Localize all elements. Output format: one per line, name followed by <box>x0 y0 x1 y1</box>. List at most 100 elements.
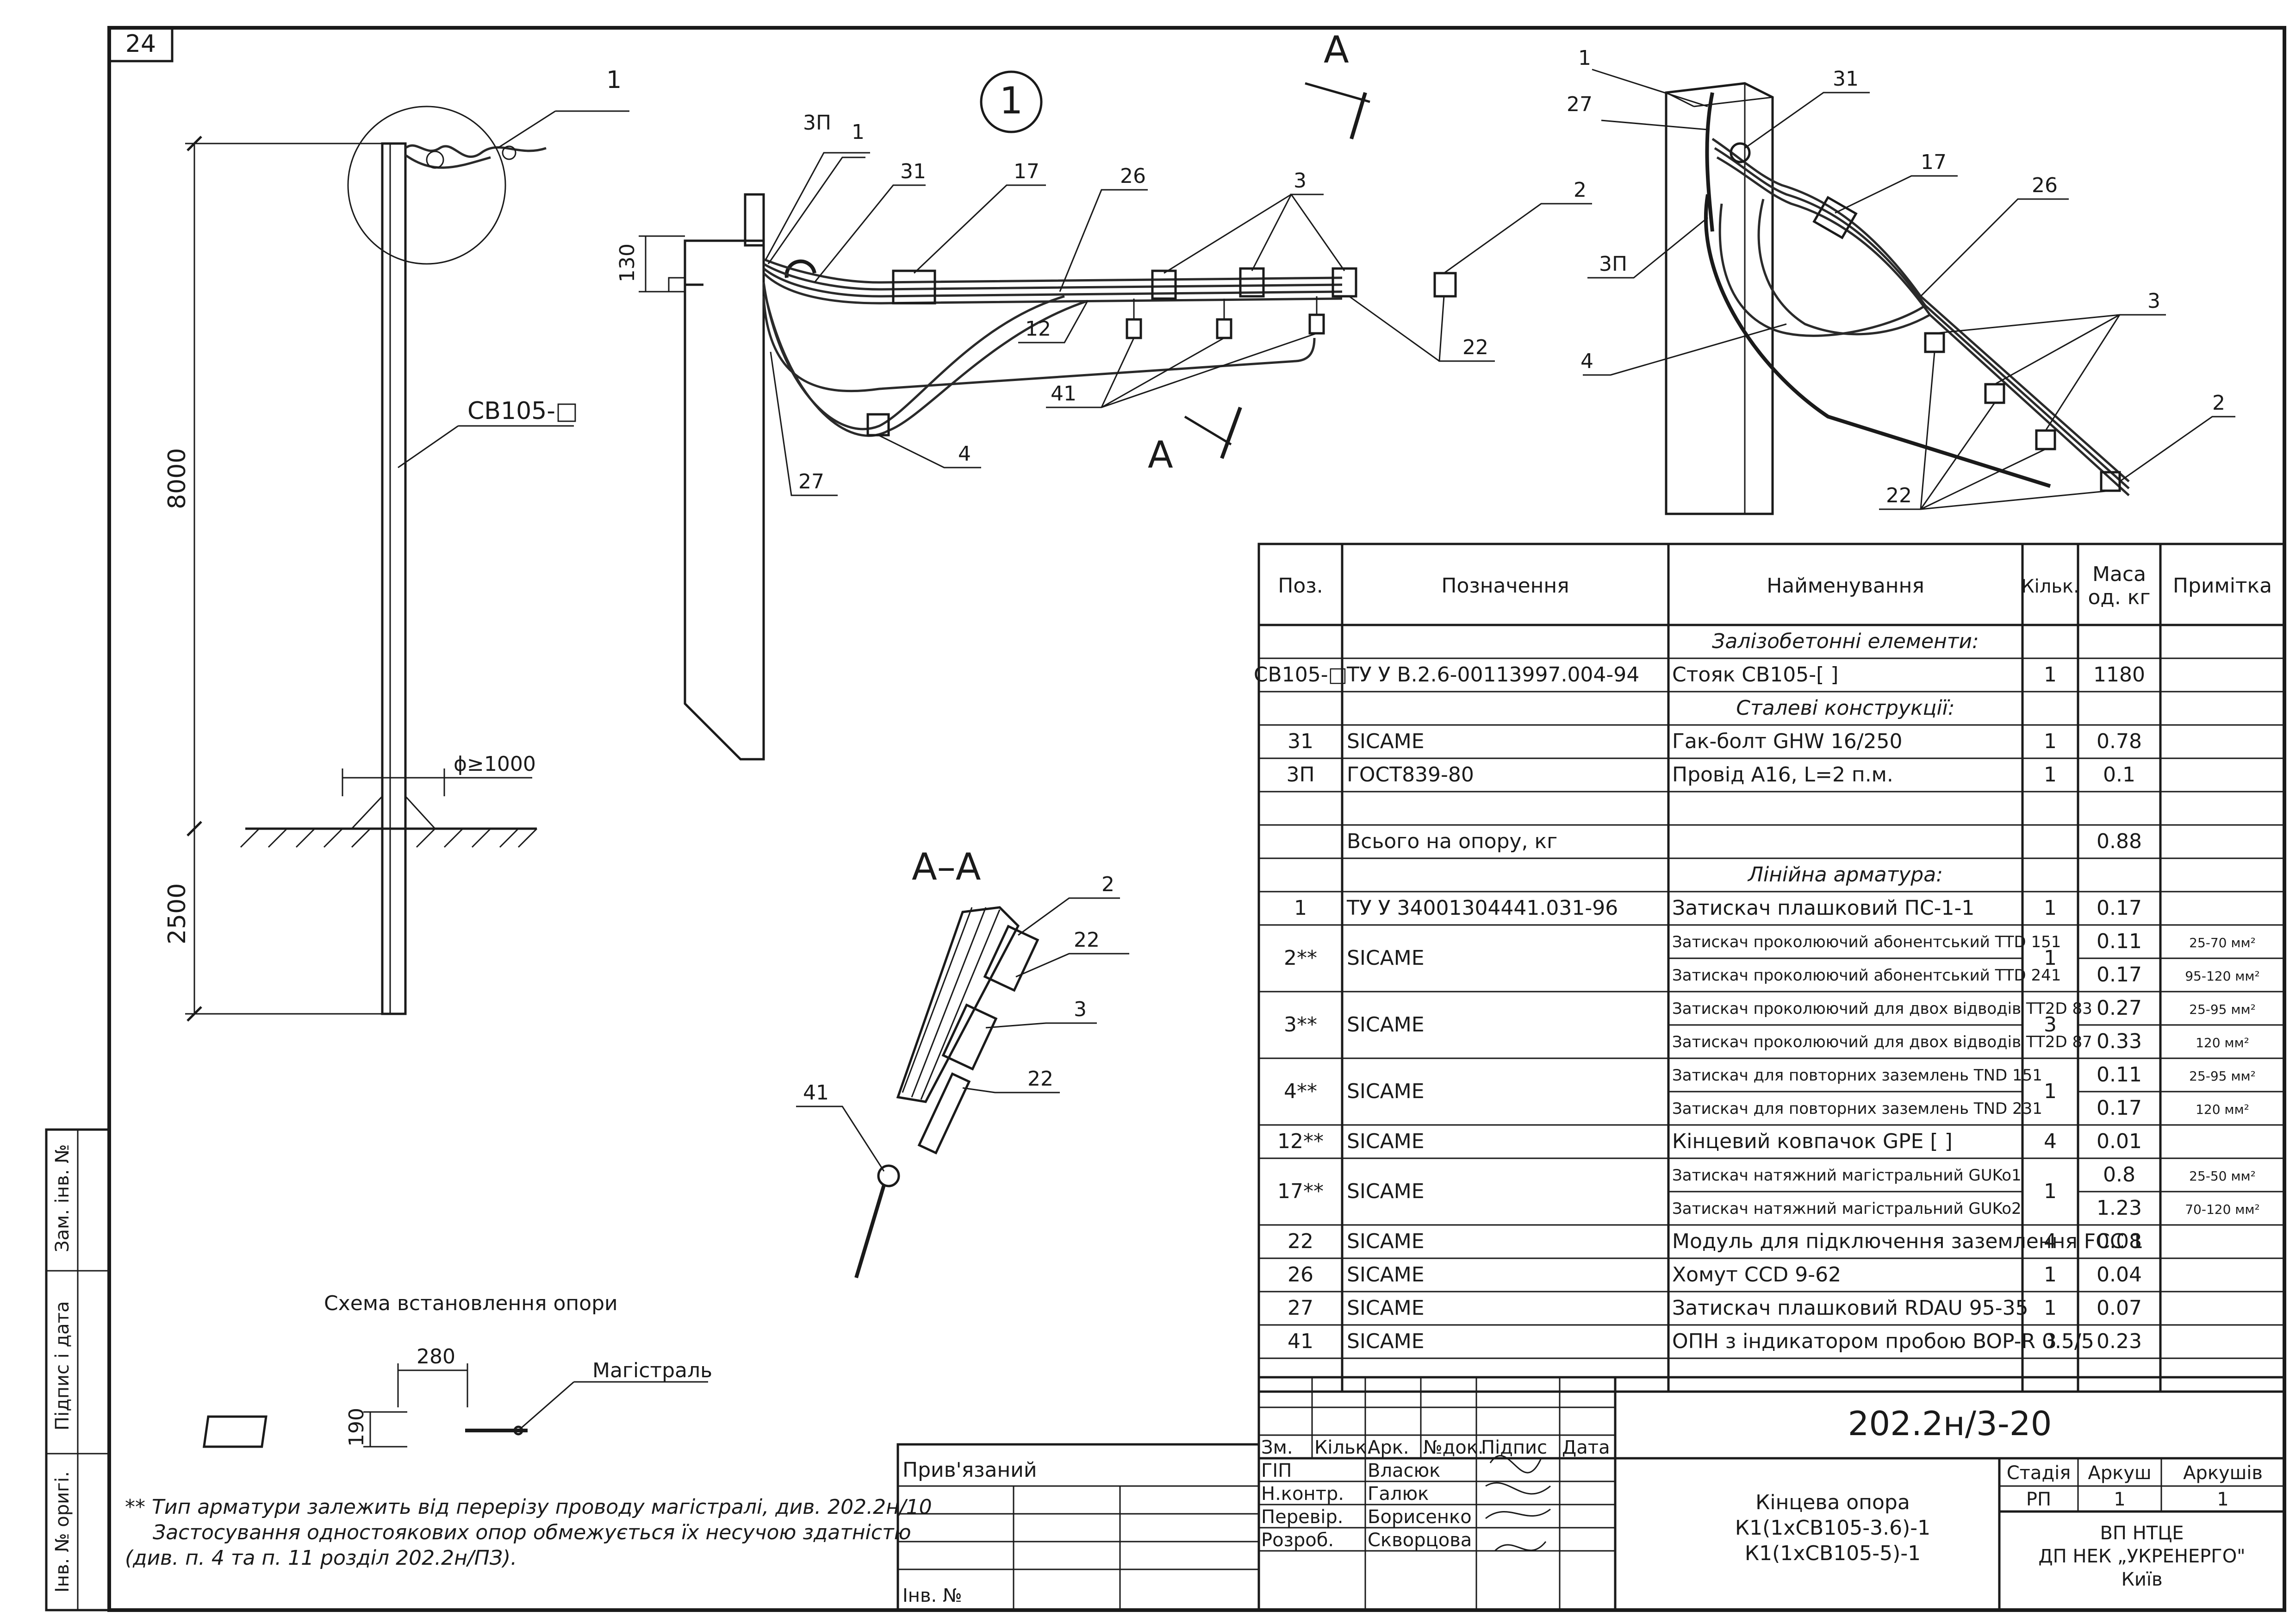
detail-circle <box>347 106 506 265</box>
table-cell-mass: 0.17 <box>2097 1096 2142 1120</box>
sheet-label: Аркуш <box>2088 1462 2151 1484</box>
name-dev: Скворцова <box>1368 1530 1472 1551</box>
table-cell-note: 25-50 мм² <box>2189 1168 2256 1184</box>
title-block: Прив'язаний Інв. № Зм. Кільк. Арк. №док.… <box>896 1376 2286 1612</box>
role-gip: ГІП <box>1261 1460 1292 1481</box>
pole-body <box>381 142 407 1015</box>
table-cell-qty: 1 <box>2044 1180 2057 1203</box>
table-header-note: Примітка <box>2173 574 2272 598</box>
pos-main-31: 31 <box>900 160 926 183</box>
name-gip: Власюк <box>1368 1460 1440 1481</box>
node-pole-slab <box>684 239 765 761</box>
node-1-detail: 1 130 <box>616 28 1592 761</box>
pos-iso-17: 17 <box>1921 150 1947 174</box>
isometric-view: 1 27 31 17 26 3П 4 3 2 22 <box>1567 46 2235 515</box>
pole-elevation: 1 8000 2500 СВ105-□ ϕ≥1000 <box>163 66 629 1022</box>
pos-sec-41: 41 <box>803 1081 829 1105</box>
table-cell-mass: 0.8 <box>2103 1163 2135 1187</box>
table-frame <box>1257 543 2286 1393</box>
node-1-number: 1 <box>1000 79 1023 122</box>
rev-hdr-qty: Кільк. <box>1314 1437 1373 1458</box>
table-cell-mass: 0.11 <box>2097 1063 2142 1087</box>
table-cell-mass: 0.07 <box>2097 1296 2142 1320</box>
drawing-frame <box>107 26 2286 1612</box>
scheme-dim-190: 190 <box>345 1408 368 1447</box>
table-cell-designation: SICAME <box>1347 1130 1425 1153</box>
table-cell-pos: 31 <box>1288 730 1313 753</box>
org-line-2: ДП НЕК „УКРЕНЕРГО" <box>2038 1546 2245 1567</box>
table-cell-name: Кінцевий ковпачок GPE [ ] <box>1672 1130 1953 1153</box>
pos-main-1: 1 <box>852 120 865 144</box>
table-cell-note: 25-95 мм² <box>2189 1002 2256 1017</box>
table-cell-designation: SICAME <box>1347 1230 1425 1253</box>
dim-8000: 8000 <box>163 448 191 509</box>
table-cell-qty: 1 <box>2044 663 2057 687</box>
table-cell-name: Затискач проколюючий абонентський TTD 15… <box>1672 933 2061 951</box>
side-stamp-sign-date: Підпис і дата <box>52 1301 73 1430</box>
pos-main-3: 3 <box>1294 169 1307 193</box>
table-cell-designation: SICAME <box>1347 1013 1425 1037</box>
rev-hdr-date: Дата <box>1562 1437 1610 1458</box>
table-cell-note: 70-120 мм² <box>2185 1202 2260 1217</box>
table-cell-name: Гак-болт GHW 16/250 <box>1672 730 1903 753</box>
table-cell-name: Затискач проколюючий для двох відводів T… <box>1672 1033 2092 1051</box>
table-cell-qty: 3 <box>2044 1013 2057 1037</box>
table-section-heading: Залізобетонні елементи: <box>1712 630 1979 653</box>
table-cell-name: Провід А16, L=2 п.м. <box>1672 763 1893 787</box>
scheme-trunk: Магістраль <box>592 1359 712 1382</box>
pos-main-41: 41 <box>1051 382 1076 406</box>
installation-scheme: Схема встановлення опори Магістраль 280 … <box>202 1292 712 1448</box>
table-section-heading: Сталеві конструкції: <box>1736 696 1955 720</box>
table-cell-mass: 0.33 <box>2097 1030 2142 1053</box>
table-cell-mass: 0.01 <box>2097 1130 2142 1153</box>
org-line-1: ВП НТЦЕ <box>2100 1523 2184 1544</box>
sheet-value: 1 <box>2114 1489 2125 1510</box>
table-cell-qty: 1 <box>2044 763 2057 787</box>
table-header-designation: Позначення <box>1441 574 1569 598</box>
table-cell-name: Затискач проколюючий для двох відводів T… <box>1672 999 2092 1018</box>
table-cell-qty: 3 <box>2044 1330 2057 1353</box>
rev-hdr-doc: №док. <box>1423 1437 1484 1458</box>
table-cell-designation: ГОСТ839-80 <box>1347 763 1474 787</box>
pos-main-17: 17 <box>1014 160 1039 183</box>
table-cell-name: Модуль для підключення заземлення FCC 1 <box>1672 1230 2144 1253</box>
detail-ref-1: 1 <box>606 66 622 94</box>
scheme-title: Схема встановлення опори <box>324 1292 618 1315</box>
table-cell-qty: 1 <box>2044 896 2057 920</box>
attached-label: Прив'язаний <box>902 1458 1037 1482</box>
inv-label: Інв. № <box>902 1585 962 1606</box>
name-norm: Галюк <box>1368 1483 1429 1505</box>
table-section-heading: Лінійна арматура: <box>1747 863 1943 887</box>
table-cell-qty: 1 <box>2044 1263 2057 1287</box>
table-cell-name: Затискач натяжний магістральний GUKo2 <box>1672 1199 2022 1218</box>
side-stamp-replace-inv: Зам. інв. № <box>52 1144 73 1252</box>
clamp-17 <box>892 269 936 305</box>
table-cell-mass: 0.17 <box>2097 896 2142 920</box>
table-cell-mass: 0.17 <box>2097 963 2142 987</box>
table-cell-pos: СВ105-□ <box>1254 663 1347 687</box>
table-cell-mass: 0.78 <box>2097 730 2142 753</box>
table-cell-mass: 1.23 <box>2097 1196 2142 1220</box>
table-cell-qty: 1 <box>2044 946 2057 970</box>
table-cell-name: Хомут CCD 9-62 <box>1672 1263 1841 1287</box>
table-cell-designation: SICAME <box>1347 1330 1425 1353</box>
signatures <box>1485 1455 1551 1552</box>
pos-sec-3: 3 <box>1074 998 1087 1021</box>
table-cell-name: Затискач проколюючий абонентський TTD 24… <box>1672 966 2061 985</box>
table-cell-pos: 1 <box>1294 896 1307 920</box>
table-cell-mass: 0.23 <box>2097 1330 2142 1353</box>
rev-hdr-change: Зм. <box>1261 1437 1293 1458</box>
rev-hdr-sheet: Арк. <box>1368 1437 1409 1458</box>
pos-main-12: 12 <box>1025 317 1051 341</box>
side-stamp-inv-orig: Інв. № оригі. <box>52 1471 73 1593</box>
section-mark-top: А <box>1324 28 1349 71</box>
pos-main-4: 4 <box>958 442 971 466</box>
table-cell-qty: 4 <box>2044 1130 2057 1153</box>
table-header-name: Найменування <box>1767 574 1924 598</box>
table-header-pos: Поз. <box>1278 574 1323 598</box>
table-header-mass-unit: од. кг <box>2088 586 2150 609</box>
table-cell-name: Затискач плашковий ПС-1-1 <box>1672 896 1974 920</box>
table-cell-qty: 1 <box>2044 1080 2057 1103</box>
table-cell-pos: 41 <box>1288 1330 1313 1353</box>
